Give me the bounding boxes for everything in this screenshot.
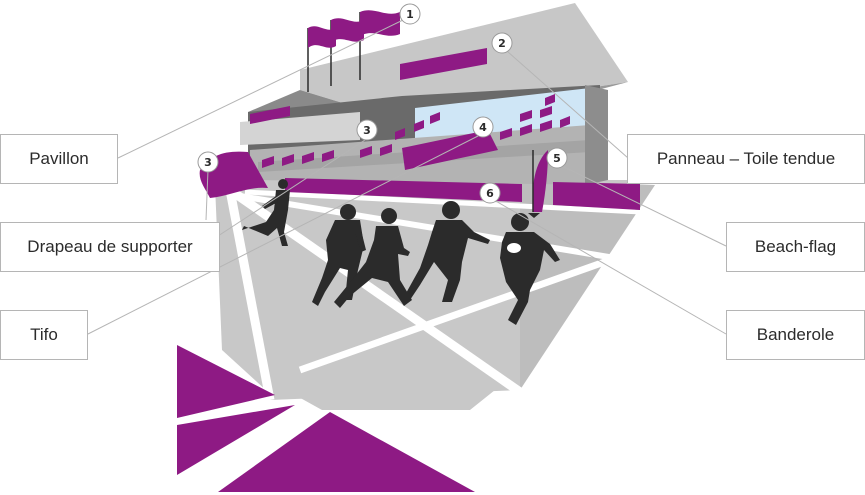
banderole [285, 178, 522, 202]
marker-4: 4 [472, 116, 494, 138]
marker-6: 6 [479, 182, 501, 204]
marker-number: 1 [406, 8, 414, 21]
label-text: Banderole [756, 325, 835, 344]
leader-line-6 [493, 199, 727, 335]
marker-number: 3 [204, 156, 212, 169]
number-markers: 1 2 3 3 4 5 6 [197, 3, 568, 204]
player-3 [405, 201, 490, 302]
marker-2: 2 [491, 32, 513, 54]
label-panneau-toile-tendue: Panneau – Toile tendue [627, 134, 865, 184]
leader-line-3b [217, 137, 369, 237]
crowd-flag [380, 144, 392, 156]
leader-lines [87, 19, 727, 335]
marker-number: 4 [479, 121, 487, 134]
crowd-flag [540, 120, 552, 132]
leader-line-5 [561, 165, 727, 247]
pavillon-flags [307, 10, 400, 92]
crowd-flag [545, 94, 555, 106]
beach-flag-base [528, 213, 540, 218]
upper-tier-panel [250, 106, 290, 124]
label-banderole: Banderole [726, 310, 865, 360]
crowd-flag [540, 106, 552, 118]
label-text: Pavillon [29, 149, 89, 168]
label-tifo: Tifo [0, 310, 88, 360]
pitch-bottom-band [268, 370, 520, 410]
crowd-flag [360, 146, 372, 158]
crowd-flag [520, 124, 532, 136]
brand-triangle-1 [177, 345, 275, 418]
marker-5: 5 [546, 147, 568, 169]
roof-panel [400, 48, 487, 80]
label-drapeau-de-supporter: Drapeau de supporter [0, 222, 220, 272]
leader-line-4 [87, 135, 479, 335]
pavillon-flag [308, 26, 336, 48]
pitch-line-3 [298, 256, 612, 374]
brand-triangle-2 [177, 405, 295, 475]
crowd-flags [262, 94, 570, 168]
crowd-flag [414, 120, 424, 132]
pavillon-flag [331, 18, 364, 42]
label-text: Beach-flag [754, 237, 837, 256]
label-text: Panneau – Toile tendue [656, 149, 836, 168]
pavillon-flag [360, 10, 400, 37]
stand-upper-tier [240, 112, 360, 145]
pitch-line-4 [239, 193, 616, 261]
players [242, 179, 560, 325]
marker-3-stand: 3 [356, 119, 378, 141]
crowd-flag [560, 116, 570, 128]
crowd-flag [302, 152, 314, 164]
crowd-flag [430, 112, 440, 124]
pitch-line-5 [244, 189, 641, 215]
label-text: Drapeau de supporter [27, 237, 193, 256]
pitch-line-1 [225, 189, 275, 401]
marker-number: 6 [486, 187, 494, 200]
crowd-flag [500, 128, 512, 140]
crowd-flag [322, 150, 334, 162]
label-text: Tifo [30, 325, 58, 344]
leader-line-3a [205, 169, 209, 221]
crowd-flag [520, 110, 532, 122]
crowd-flag [395, 128, 405, 140]
player-2 [334, 208, 412, 308]
marker-number: 5 [553, 152, 561, 165]
crowd-flag [262, 156, 274, 168]
pitch-apron-right [520, 180, 655, 390]
label-beach-flag: Beach-flag [726, 222, 865, 272]
leader-line-2 [507, 51, 629, 159]
stand-right-pillar [585, 85, 608, 185]
marker-1: 1 [399, 3, 421, 25]
label-pavillon: Pavillon [0, 134, 118, 184]
crowd-flag [282, 154, 294, 166]
marker-number: 3 [363, 124, 371, 137]
leader-line-1 [117, 19, 404, 159]
marker-3-left: 3 [197, 151, 219, 173]
side-banner [553, 182, 640, 210]
brand-triangle-3 [218, 412, 475, 492]
beach-flag [532, 150, 548, 212]
grandstand [240, 3, 640, 218]
marker-number: 2 [498, 37, 506, 50]
